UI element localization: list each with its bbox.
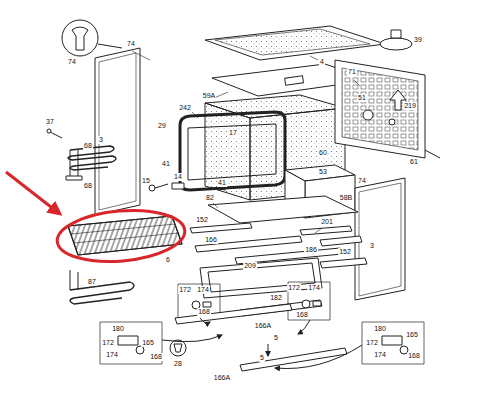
callout-number: 242: [178, 104, 192, 112]
callout-number: 172: [287, 284, 301, 292]
callout-number: 15: [141, 177, 151, 185]
callout-number: 68: [83, 182, 93, 190]
callout-number: 74: [357, 177, 367, 185]
callout-number: 87: [87, 278, 97, 286]
callout-number: 201: [320, 218, 334, 226]
callout-number: 41: [217, 179, 227, 187]
callout-number: 59A: [202, 92, 216, 100]
callout-number: 4: [319, 58, 325, 66]
callout-number: 174: [196, 286, 210, 294]
callout-number: 168: [197, 308, 211, 316]
oven-parts: [47, 20, 440, 371]
callout-number: 172: [178, 286, 192, 294]
callout-number: 182: [269, 294, 283, 302]
callout-number: 180: [373, 325, 387, 333]
callout-number: 71: [347, 68, 357, 76]
callout-number: 165: [405, 331, 419, 339]
callout-number: 14: [173, 173, 183, 181]
callout-number: 166A: [254, 322, 272, 330]
callout-number: 28: [173, 360, 183, 368]
callout-number: 5: [259, 354, 265, 362]
callout-number: 209: [243, 262, 257, 270]
callout-number: 39: [413, 36, 423, 44]
highlight-marks: [6, 172, 187, 266]
callout-number: 6: [165, 256, 171, 264]
callout-number: 168: [295, 311, 309, 319]
callout-number: 68: [83, 142, 93, 150]
callout-number: 5: [273, 334, 279, 342]
callout-number: 219: [403, 102, 417, 110]
callout-number: 168: [407, 352, 421, 360]
callout-number: 17: [228, 129, 238, 137]
callout-number: 37: [45, 118, 55, 126]
callout-number: 53: [318, 168, 328, 176]
callout-number: 186: [304, 246, 318, 254]
callout-number: 74: [67, 58, 77, 66]
callout-number: 58B: [339, 194, 353, 202]
callout-number: 180: [111, 325, 125, 333]
callout-number: 172: [101, 339, 115, 347]
callout-number: 152: [195, 216, 209, 224]
callout-number: 166: [204, 236, 218, 244]
callout-number: 82: [205, 194, 215, 202]
callout-number: 3: [369, 242, 375, 250]
callout-number: 174: [373, 351, 387, 359]
callout-number: 174: [105, 351, 119, 359]
callout-number: 174: [307, 284, 321, 292]
callout-number: 172: [365, 339, 379, 347]
callout-number: 60: [318, 149, 328, 157]
callout-number: 166A: [213, 374, 231, 382]
callout-number: 29: [157, 122, 167, 130]
callout-number: 165: [141, 339, 155, 347]
callout-number: 61: [409, 158, 419, 166]
callout-number: 152: [338, 248, 352, 256]
callout-number: 41: [161, 160, 171, 168]
callout-number: 51: [357, 94, 367, 102]
callout-number: 3: [98, 136, 104, 144]
callout-number: 74: [126, 40, 136, 48]
callout-number: 168: [149, 353, 163, 361]
